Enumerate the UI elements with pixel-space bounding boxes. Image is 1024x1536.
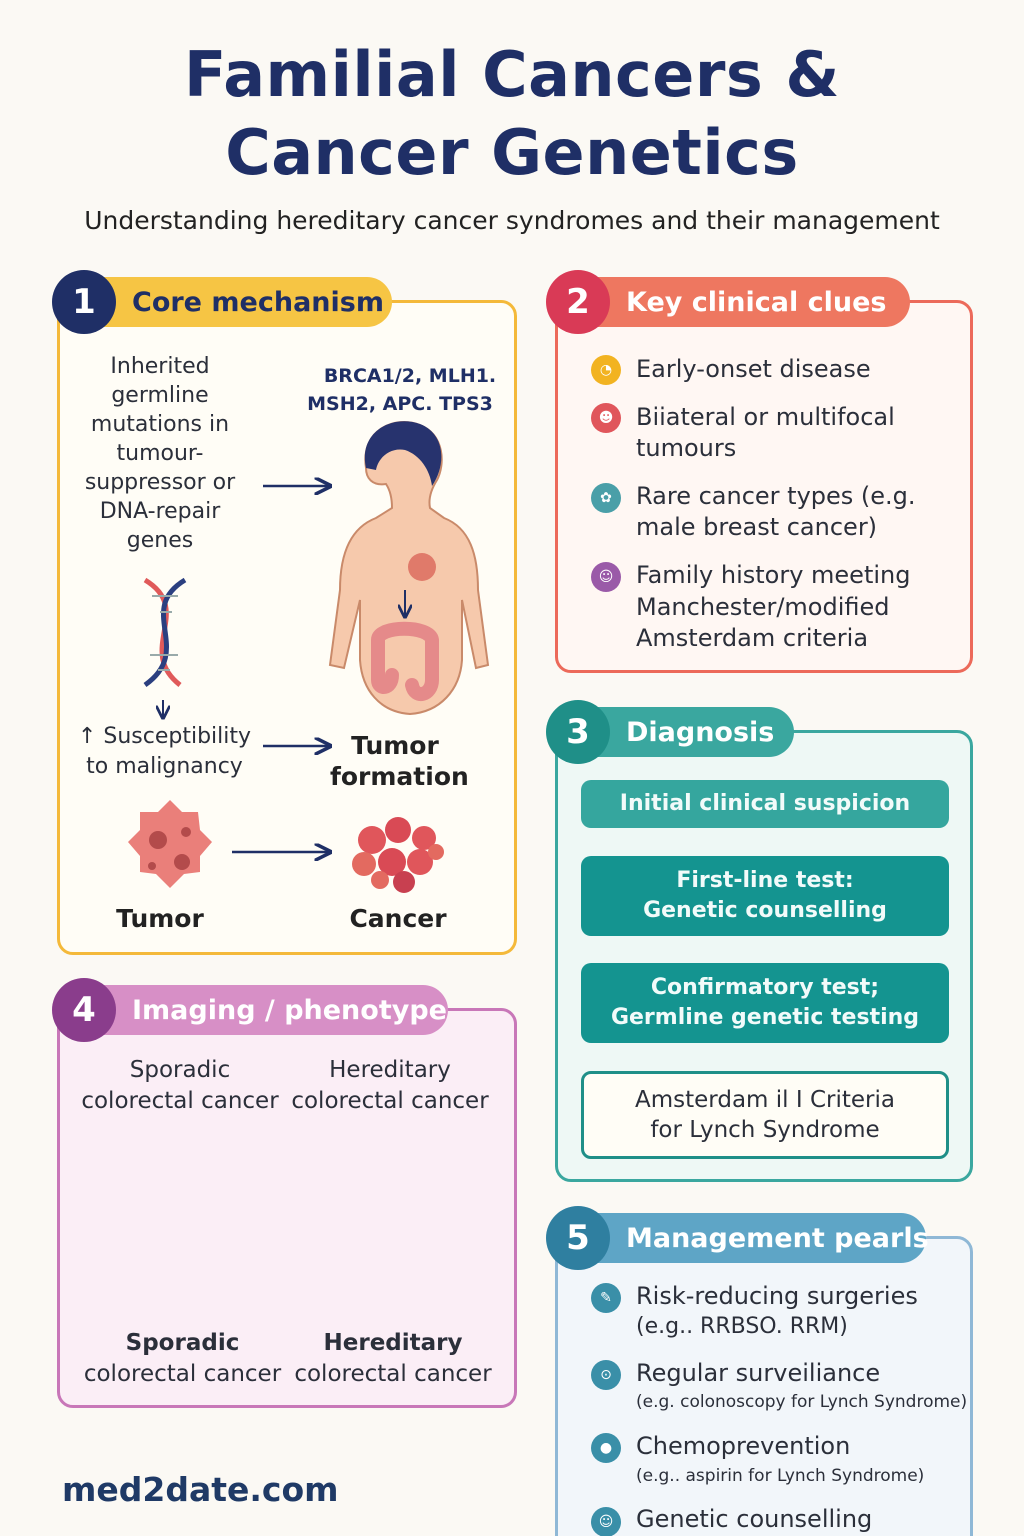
scope-icon: ⊙ (591, 1360, 621, 1390)
cancer-label: Cancer (349, 904, 447, 933)
rare-icon: ✿ (591, 483, 621, 513)
clue-item: Rare cancer types (e.g. (636, 482, 916, 510)
page-title-line2: Cancer Genetics (225, 116, 799, 189)
management-item: Risk-reducing surgeries (636, 1282, 918, 1310)
gene-list-line2: MSH2, APC. TPS3 (307, 393, 493, 415)
susceptibility-line2: to malignancy (86, 754, 243, 779)
family-icon: ☺ (591, 562, 621, 592)
clue-item: Early-onset disease (636, 355, 871, 383)
management-item: Genetic counselling (636, 1505, 873, 1533)
section-title: Diagnosis (626, 716, 775, 748)
mechanism-line: suppressor or (84, 470, 236, 495)
mechanism-line: germline (111, 383, 209, 408)
section-title: Management pearls (626, 1222, 929, 1254)
mechanism-line: tumour- (116, 441, 204, 466)
clinical-clues-card (555, 300, 973, 673)
section-number: 1 (52, 270, 116, 334)
management-header: 5 Management pearls (546, 1206, 929, 1270)
diagnosis-step-criteria: Amsterdam il I Criteria for Lynch Syndro… (581, 1071, 949, 1159)
tumor-label: Tumor (116, 904, 204, 933)
hereditary-label-top: Hereditary colorectal cancer (291, 1057, 489, 1114)
diagnosis-step-suspicion: Initial clinical suspicion (581, 780, 949, 828)
people-icon: ☺ (591, 1507, 621, 1536)
site-logo-text[interactable]: med2date.com (62, 1470, 339, 1509)
page-subtitle: Understanding hereditary cancer syndrome… (84, 206, 940, 235)
clue-item: tumours (636, 434, 737, 462)
management-item: Chemoprevention (636, 1432, 851, 1460)
tumour-icon: ☻ (591, 403, 621, 433)
management-item-sub: (e.g.. aspirin for Lynch Syndrome) (636, 1466, 925, 1486)
clinical-clues-header: 2 Key clinical clues (546, 270, 910, 334)
mechanism-line: DNA-repair (99, 499, 221, 524)
mechanism-line: genes (126, 528, 194, 553)
section-number: 5 (546, 1206, 610, 1270)
mechanism-line: Inherited (110, 354, 210, 379)
clue-item: male breast cancer) (636, 513, 878, 541)
management-item-sub: (e.g.. RRBSO. RRM) (636, 1314, 848, 1339)
clue-item: Amsterdam criteria (636, 624, 869, 652)
scalpel-icon: ✎ (591, 1283, 621, 1313)
mechanism-text: Inherited germline mutations in tumour- … (70, 352, 250, 555)
section-title: Key clinical clues (626, 286, 887, 318)
diagnosis-step-first-line: First-line test: Genetic counselling (581, 856, 949, 936)
sporadic-label-top: Sporadic colorectal cancer (81, 1057, 279, 1114)
management-card (555, 1236, 973, 1536)
clue-item: Biiateral or multifocal (636, 403, 895, 431)
clue-item: Family history meeting (636, 561, 911, 589)
section-number: 3 (546, 700, 610, 764)
mechanism-line: mutations in (90, 412, 230, 437)
clue-item: Manchester/modified (636, 593, 890, 621)
section-title: Imaging / phenotype (132, 994, 447, 1026)
diagnosis-header: 3 Diagnosis (546, 700, 794, 764)
section-title: Core mechanism (132, 286, 384, 318)
imaging-card (57, 1008, 517, 1408)
management-item: Regular surveiliance (636, 1359, 881, 1387)
tumor-formation-line1: Tumor (351, 731, 439, 760)
sporadic-label-bottom: Sporadic colorectal cancer (83, 1330, 282, 1387)
hereditary-label-bottom: Hereditary colorectal cancer (294, 1330, 492, 1387)
susceptibility-line1: ↑ Susceptibility (77, 724, 252, 749)
diagnosis-step-confirmatory: Confirmatory test; Germline genetic test… (581, 963, 949, 1043)
gene-list-line1: BRCA1/2, MLH1. (323, 365, 497, 387)
clock-icon: ◔ (591, 355, 621, 385)
section-number: 4 (52, 978, 116, 1042)
imaging-header: 4 Imaging / phenotype (52, 978, 448, 1042)
section-number: 2 (546, 270, 610, 334)
core-mechanism-header: 1 Core mechanism (52, 270, 392, 334)
tumor-formation-line2: formation (330, 762, 469, 791)
pill-icon: ● (591, 1433, 621, 1463)
management-item-sub: (e.g. colonoscopy for Lynch Syndrome) (636, 1392, 968, 1412)
page-title-line1: Familial Cancers & (183, 38, 840, 111)
